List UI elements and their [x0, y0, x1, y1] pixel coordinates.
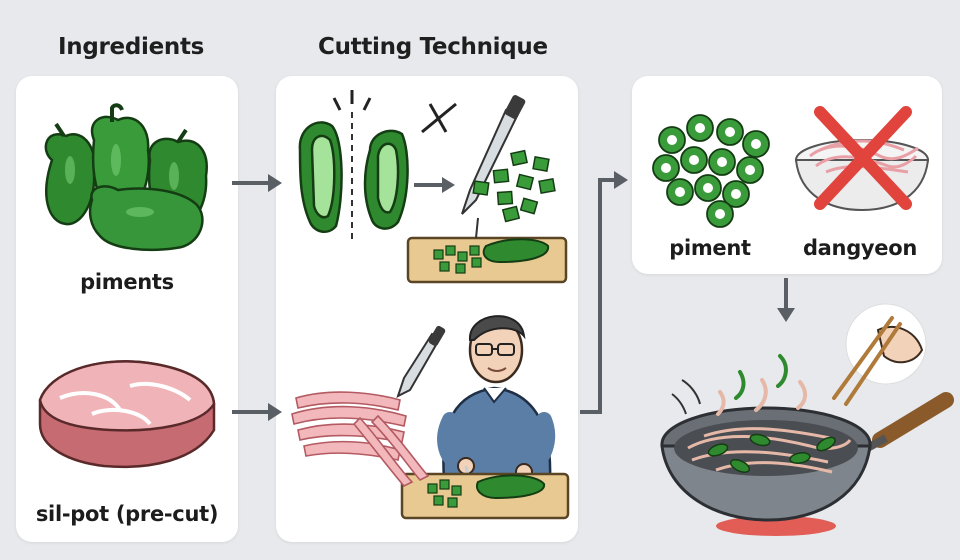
cutting-technique-heading: Cutting Technique: [318, 34, 548, 60]
dangyeon-label: dangyeon: [802, 236, 918, 260]
piment-label: piment: [669, 236, 751, 260]
sil-pot-label: sil-pot (pre-cut): [35, 502, 219, 526]
piments-label: piments: [80, 270, 174, 294]
ingredients-heading: Ingredients: [58, 34, 205, 60]
